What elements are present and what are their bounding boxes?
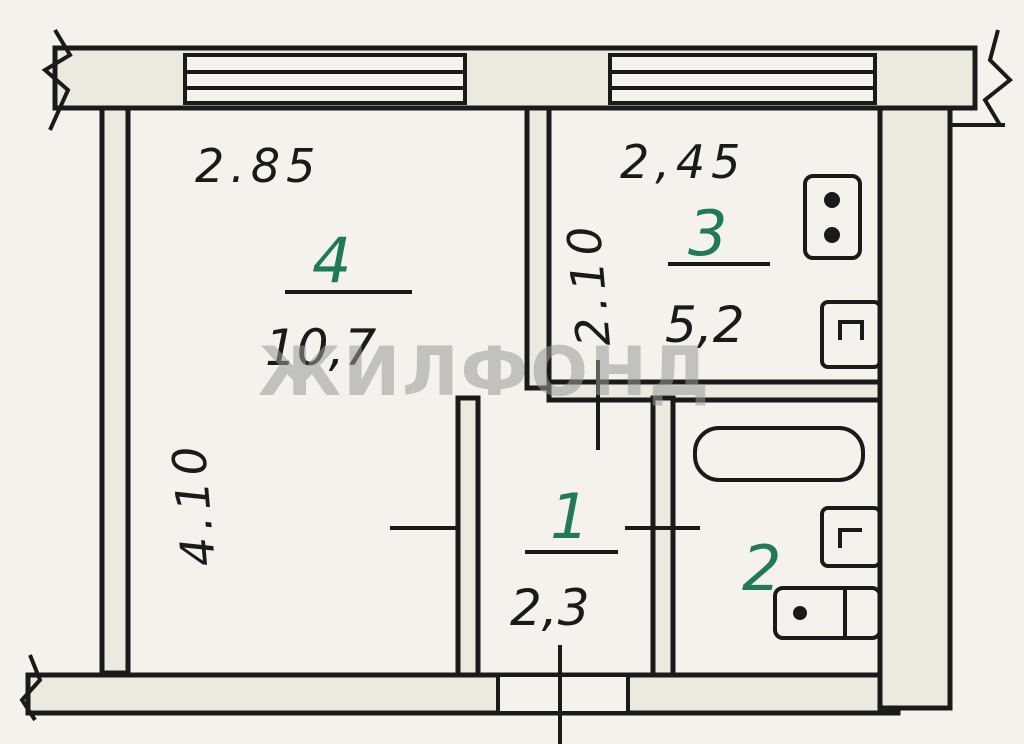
room3-length-label: 2.10	[556, 218, 621, 349]
room4-area: 10,7	[265, 319, 377, 377]
right-wall	[877, 105, 953, 711]
room4-room3-partition	[524, 105, 552, 391]
watermark: ЖИЛФОНД	[258, 333, 711, 412]
fixtures	[693, 174, 882, 640]
entrance-door	[496, 673, 630, 715]
room3-area: 5,2	[665, 296, 745, 354]
axis-marks	[390, 360, 700, 530]
room1-number: 1	[550, 480, 589, 553]
hall-left-partition	[455, 395, 481, 678]
kitchen-sink-icon	[820, 300, 882, 369]
room3-width-label: 2,45	[620, 135, 746, 189]
hall-bath-partition	[650, 395, 676, 678]
break-marks	[19, 28, 1013, 722]
washbasin-icon	[820, 506, 882, 568]
bottom-wall	[25, 672, 901, 716]
entrance	[496, 645, 630, 744]
window-room3	[608, 53, 877, 105]
windows	[183, 53, 877, 105]
window-room4	[183, 53, 467, 105]
room4-number: 4	[312, 224, 351, 297]
room1-area: 2,3	[510, 579, 590, 637]
room4-length-label: 4.10	[161, 438, 226, 569]
room3-number: 3	[688, 197, 727, 270]
toilet-icon	[773, 586, 882, 640]
bathtub-icon	[693, 426, 865, 482]
room3-lower-partition	[546, 379, 883, 403]
stove-icon	[803, 174, 862, 260]
room4-width-label: 2.85	[195, 139, 321, 193]
outer-walls	[25, 45, 978, 716]
left-wall	[99, 105, 131, 676]
room2-number: 2	[742, 532, 781, 605]
